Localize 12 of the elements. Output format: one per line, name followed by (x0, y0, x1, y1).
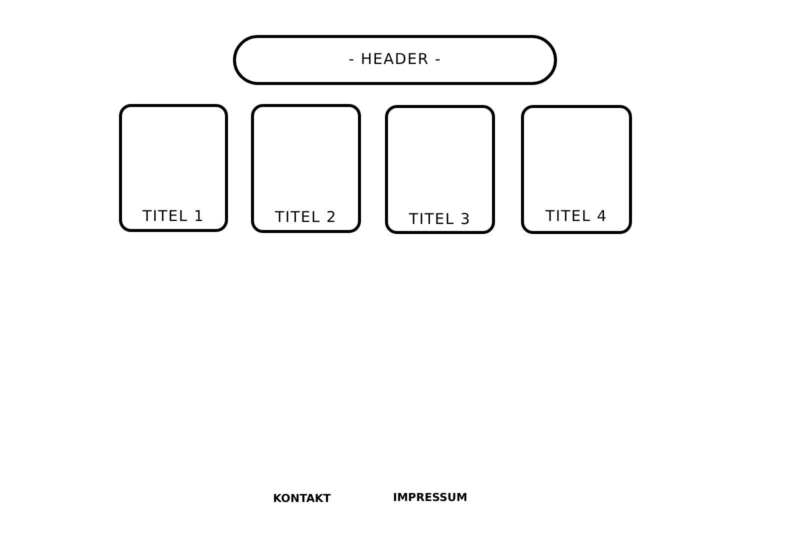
card-title: TITEL 1 (142, 207, 206, 225)
card-title: TITEL 3 (408, 210, 472, 228)
header-text: - HEADER - (348, 50, 442, 68)
header-bar (233, 35, 557, 85)
card (521, 105, 632, 234)
card-title: TITEL 2 (274, 208, 338, 226)
card (251, 104, 361, 233)
footer-link: IMPRESSUM (393, 491, 468, 504)
card-title: TITEL 4 (544, 207, 608, 225)
card (385, 105, 495, 234)
card (119, 104, 228, 232)
footer-link: KONTAKT (273, 492, 331, 505)
